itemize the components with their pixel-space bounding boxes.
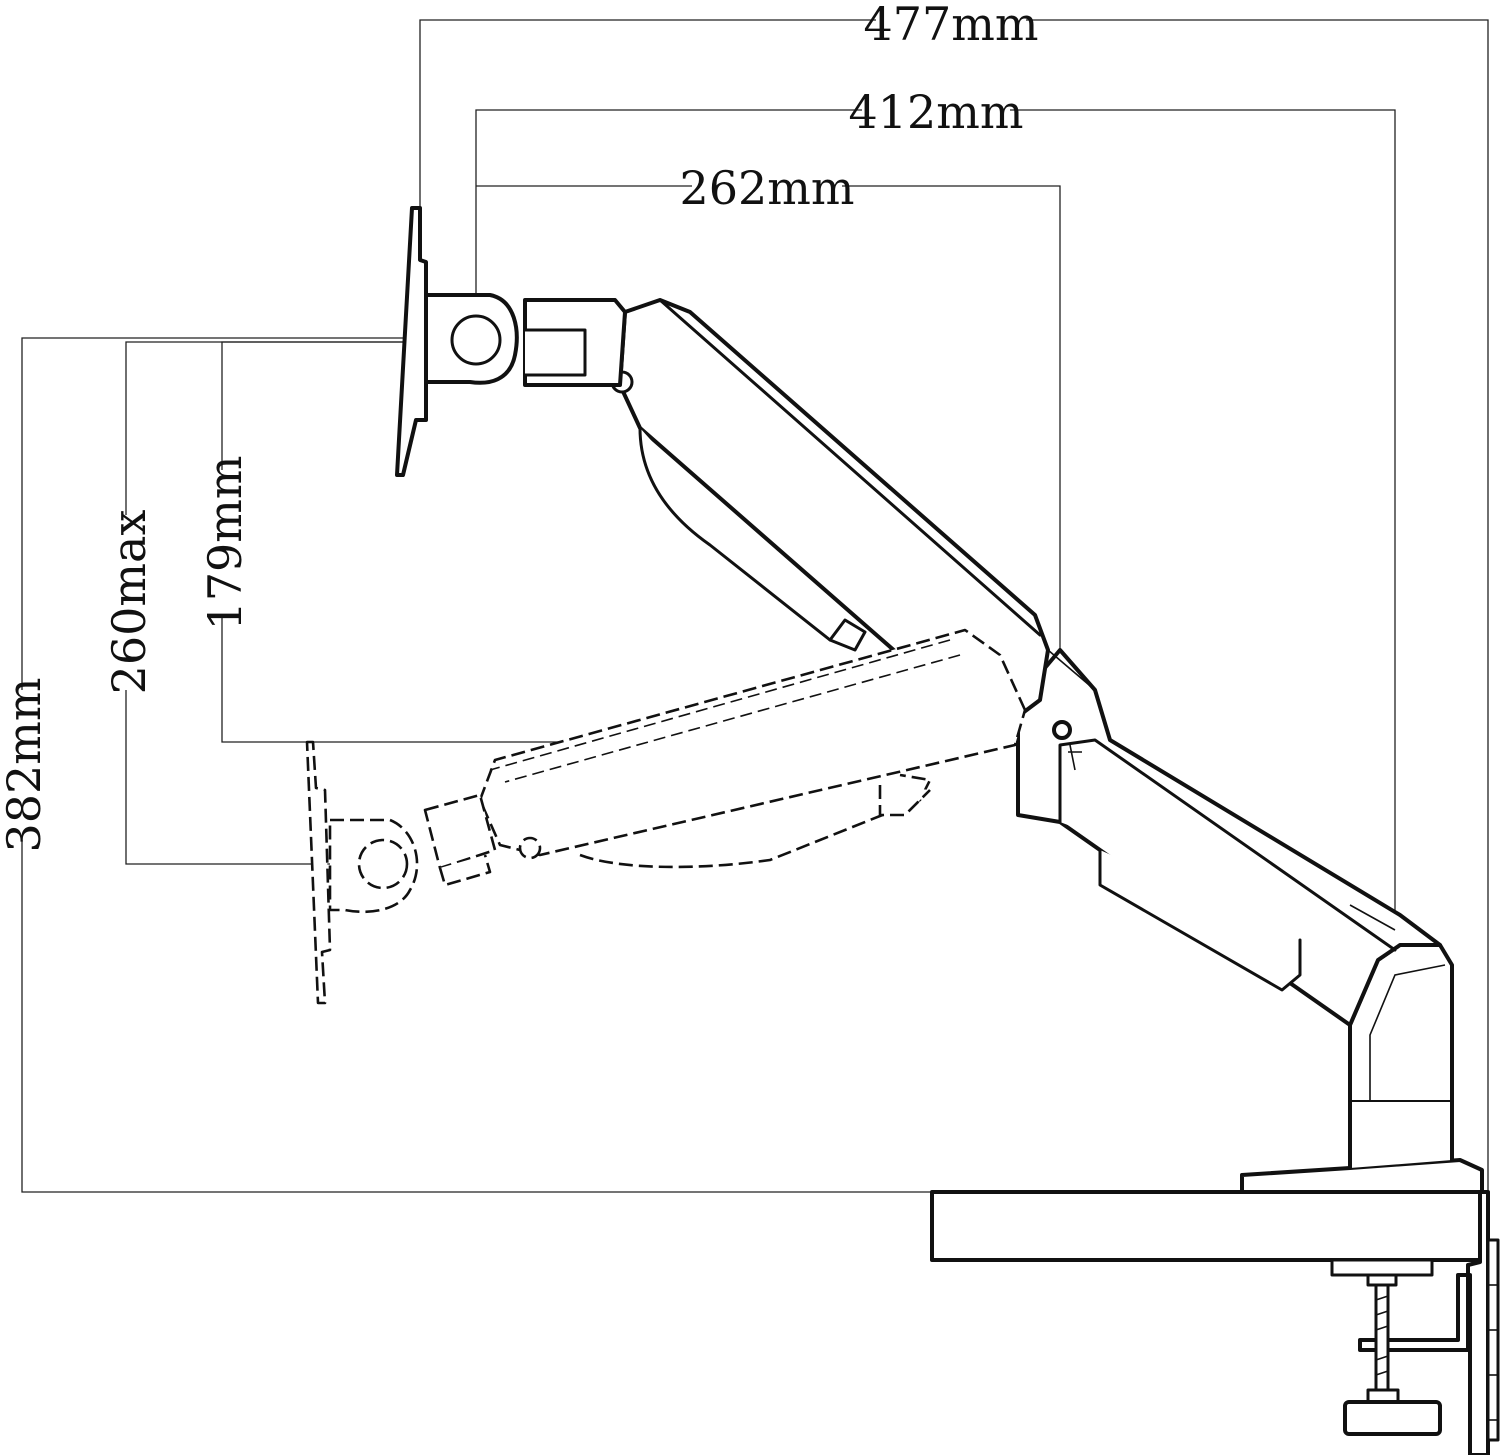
width-total-label: 477mm xyxy=(863,0,1038,51)
width-inner-label: 262mm xyxy=(679,161,854,215)
upper-arm-lowered xyxy=(305,628,1027,1005)
lowered-tilt-pivot xyxy=(357,838,409,890)
pole-lower xyxy=(1348,1098,1454,1170)
desk-and-clamp xyxy=(930,1190,1500,1455)
base-foot xyxy=(1240,1158,1484,1194)
height-total-label: 382mm xyxy=(0,677,51,852)
height-lower-label: 179mm xyxy=(198,455,252,630)
dimension-179: 179mm xyxy=(198,341,1060,743)
base-and-pole xyxy=(1240,943,1484,1194)
upper-arm-raised xyxy=(395,206,1096,732)
clamp-pad xyxy=(1330,1258,1434,1277)
dimension-382: 382mm xyxy=(0,337,1440,1193)
desk-surface xyxy=(930,1190,1482,1262)
lowered-head-joint xyxy=(423,793,497,870)
width-mid-label: 412mm xyxy=(848,85,1023,139)
upper-tilt-pivot xyxy=(450,314,502,366)
arm-pivot xyxy=(1052,720,1072,740)
clamp-rail xyxy=(1486,1238,1500,1442)
dimension-260max: 260max xyxy=(102,341,476,865)
lower-arm xyxy=(1016,648,1442,1027)
height-max-label: 260max xyxy=(102,510,156,695)
upper-arm-cover xyxy=(638,426,832,642)
upper-vesa-plate xyxy=(395,206,428,477)
dimension-412: 412mm xyxy=(475,85,1396,960)
dimension-262: 262mm xyxy=(476,161,1061,740)
clamp-knob xyxy=(1343,1400,1442,1436)
lowered-vesa-plate xyxy=(305,740,332,1005)
lowered-arm-cover xyxy=(579,773,932,869)
clamp-bracket xyxy=(1358,1190,1490,1455)
upper-arm-body xyxy=(618,298,1050,732)
lower-arm-cover xyxy=(1098,848,1302,992)
dimension-477: 477mm xyxy=(419,0,1489,1230)
